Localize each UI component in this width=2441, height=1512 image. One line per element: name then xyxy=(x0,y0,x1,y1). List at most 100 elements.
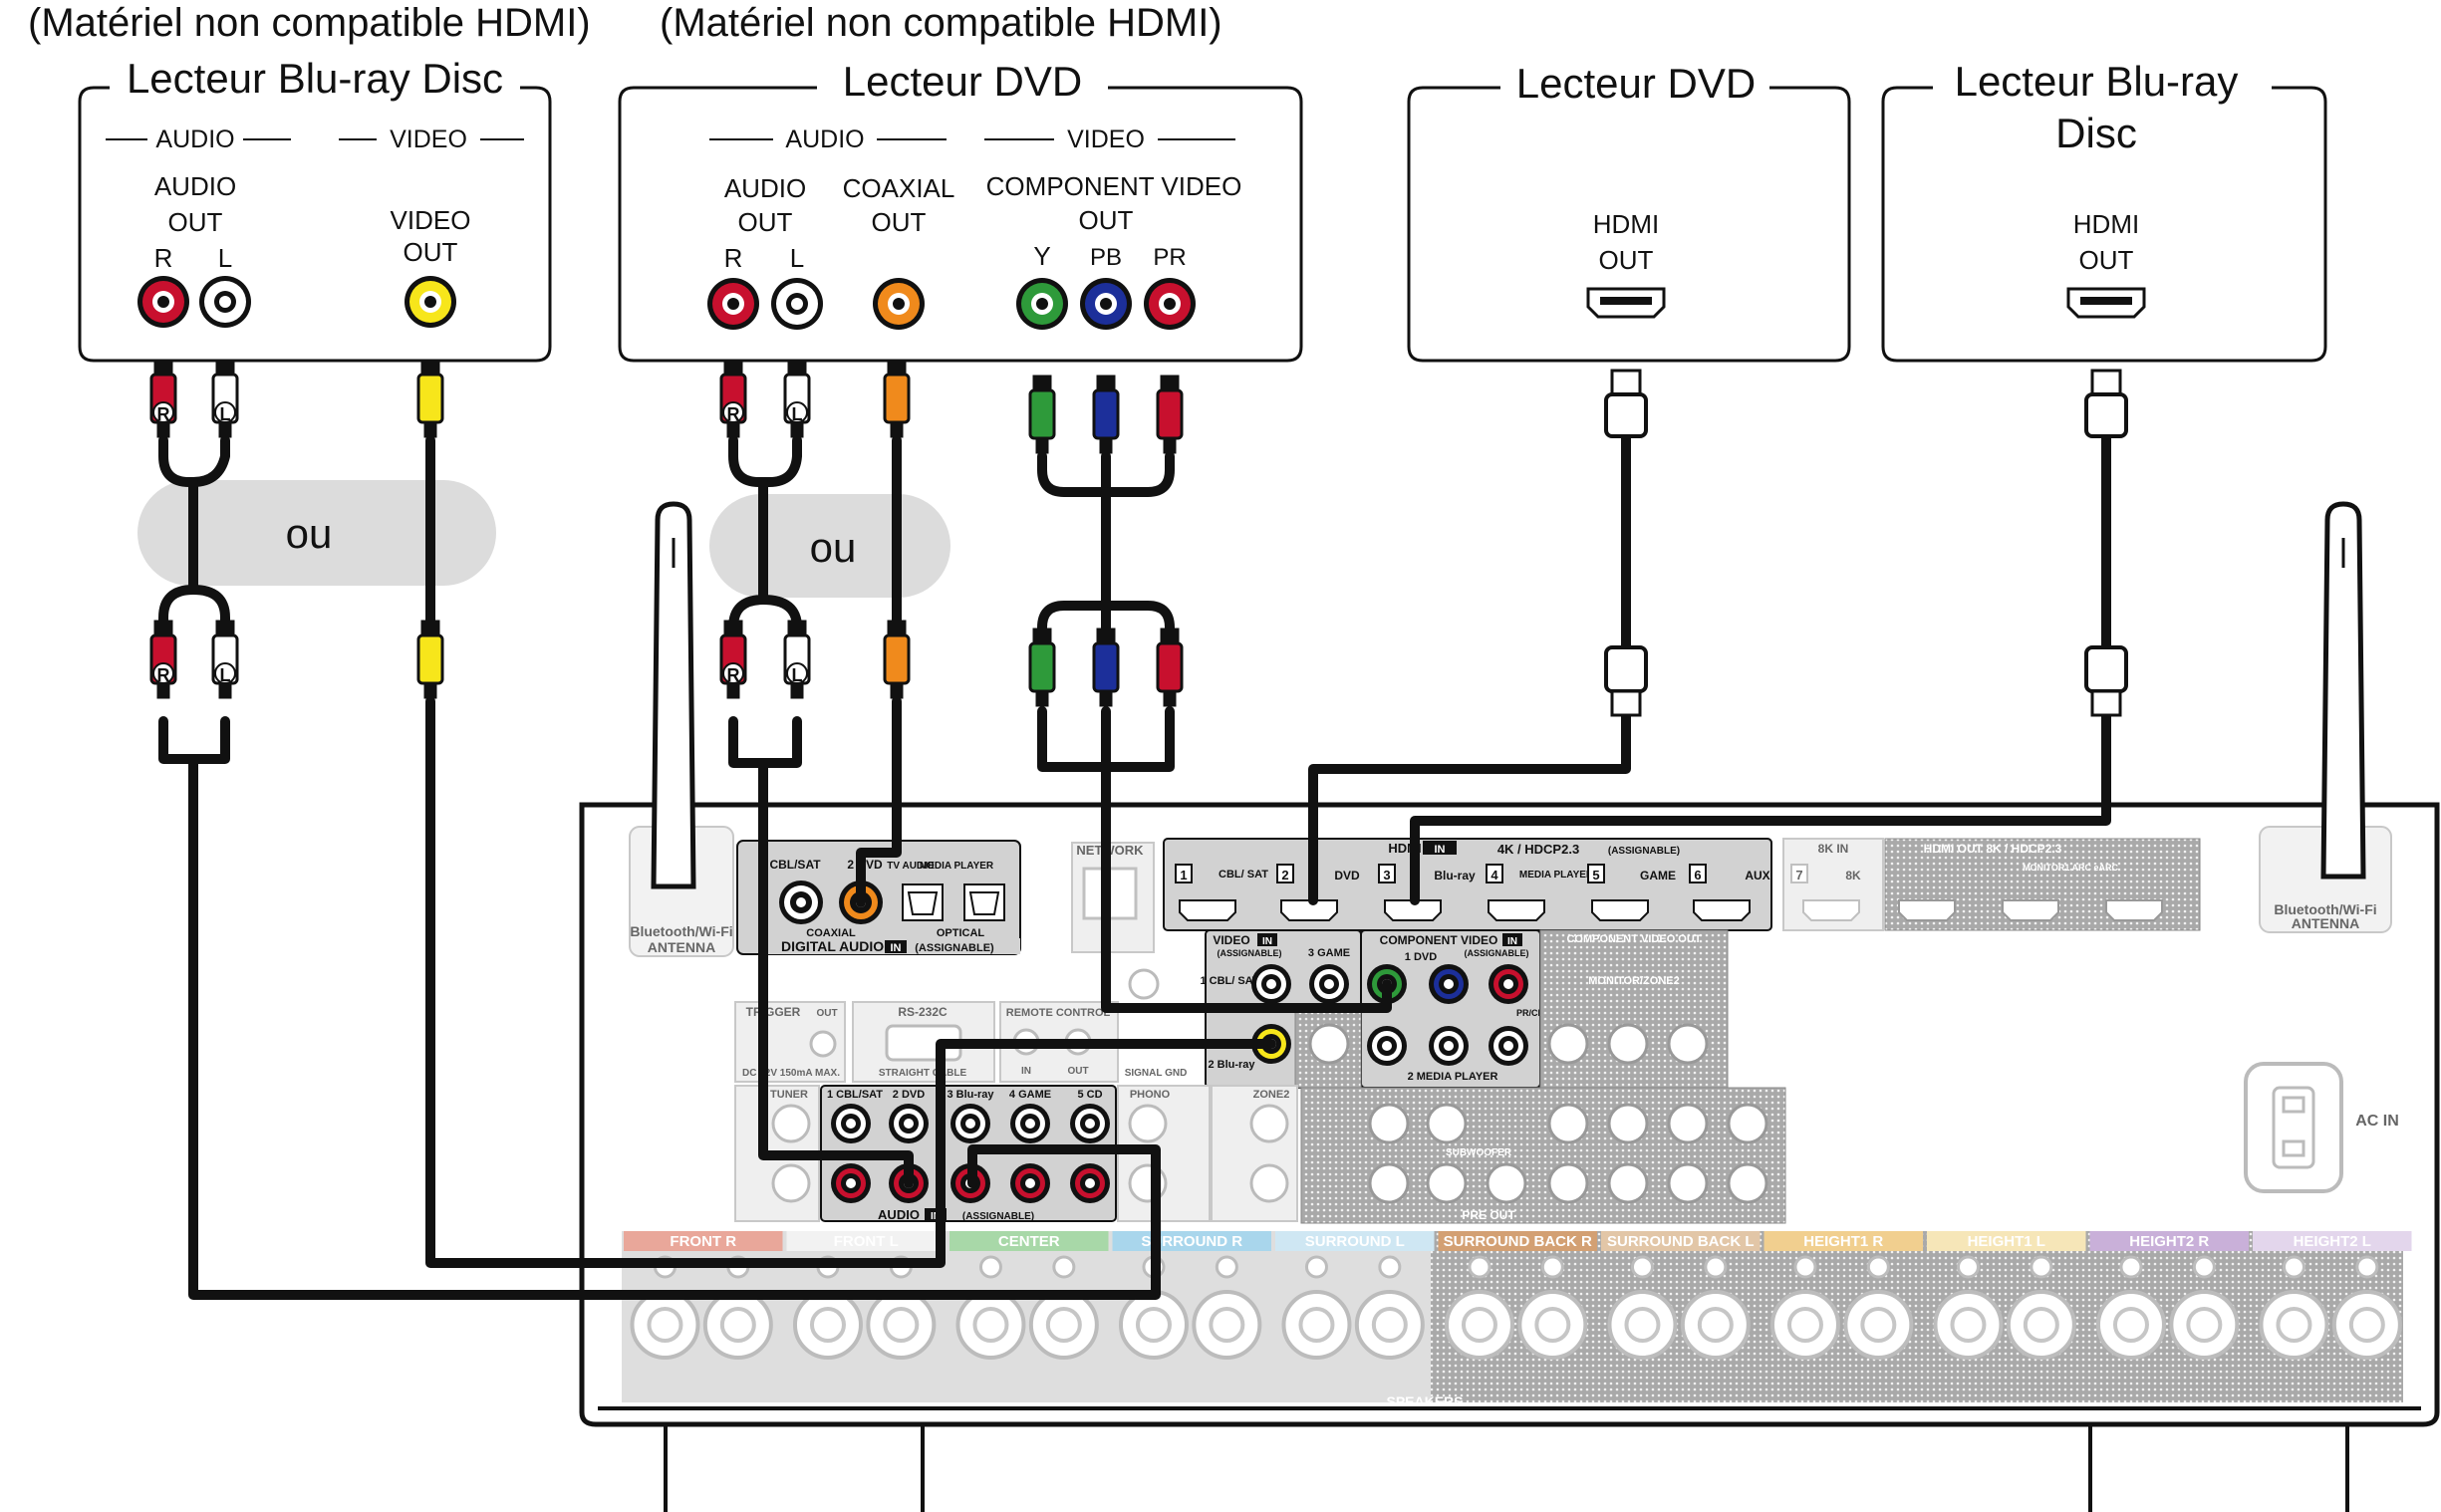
speaker-group-label: HEIGHT1 L xyxy=(1968,1233,2045,1250)
remote-label: REMOTE CONTROL xyxy=(1006,1007,1111,1019)
cbl-sat-label: 1 CBL/SAT xyxy=(827,1089,883,1101)
input-number: 1 xyxy=(1180,868,1187,882)
device-dvd-hdmi: Lecteur DVD HDMI OUT xyxy=(1407,60,1851,363)
hdmi-cable-dvd xyxy=(1308,433,1631,905)
zone2-label: ZONE2 xyxy=(1253,1089,1290,1101)
polarity-marker xyxy=(1630,1255,1654,1279)
polarity-marker xyxy=(1052,1255,1076,1279)
hdmi-out-label-2: OUT xyxy=(2079,245,2134,275)
device-bluray-hdmi: Lecteur Blu-ray Disc HDMI OUT xyxy=(1881,58,2327,363)
speakers-label: SPEAKERS xyxy=(1386,1393,1463,1409)
speaker-group-label: FRONT L xyxy=(834,1233,899,1250)
hdmi-out-label: HDMI xyxy=(1593,209,1659,239)
rca-jack xyxy=(1367,1026,1407,1066)
hdmi-spec: 4K / HDCP2.3 xyxy=(1497,842,1579,857)
input-name: MEDIA PLAYER xyxy=(1519,870,1594,881)
speaker-terminal xyxy=(1192,1290,1262,1360)
input-name: Blu-ray xyxy=(1434,869,1476,882)
speaker-color-band xyxy=(1763,1231,1923,1251)
l-marker: L xyxy=(792,665,803,685)
audio-out-label: AUDIO xyxy=(154,171,236,201)
rca-jack xyxy=(950,1104,990,1143)
antenna-left-icon: Bluetooth/Wi-Fi ANTENNA xyxy=(629,501,734,957)
monitor-zone2-label: MONITOR/ZONE2 xyxy=(1588,975,1679,987)
cd-label: 5 CD xyxy=(1077,1089,1102,1101)
optical-jack xyxy=(902,883,944,921)
device-title: Lecteur Blu-ray xyxy=(1955,58,2239,105)
component-out-label-2: OUT xyxy=(1079,205,1134,235)
audio-cable-dvd xyxy=(728,435,802,487)
speaker-terminal-core xyxy=(1045,1307,1082,1343)
polarity-marker xyxy=(2030,1255,2053,1279)
ac-inlet: AC IN xyxy=(2244,1062,2399,1193)
speaker-color-band xyxy=(786,1231,946,1251)
r-marker: R xyxy=(727,665,740,685)
hdmi-output-panel: HDMI OUT 8K / HDCP2.3 MONITOR1 ARC eARC xyxy=(1884,838,2201,931)
rca-jack xyxy=(1429,1026,1469,1066)
pre-out-panel: SUBWOOFER PRE OUT xyxy=(1300,1087,1786,1224)
polarity-marker xyxy=(978,1255,1002,1279)
hdmi-cable-bluray xyxy=(1410,433,2111,905)
speaker-terminal-core xyxy=(1624,1307,1661,1343)
rca-jack xyxy=(1251,964,1291,1004)
rca-jack-red xyxy=(1144,278,1196,330)
speaker-group-label: HEIGHT1 R xyxy=(1803,1233,1883,1250)
antenna-label-2: ANTENNA xyxy=(648,939,715,955)
speaker-group-label: FRONT R xyxy=(670,1233,736,1250)
audio-cable-bluray-run xyxy=(158,716,1161,1300)
speaker-terminal xyxy=(1444,1290,1514,1360)
speaker-terminal-core xyxy=(1534,1307,1571,1343)
rca-jack xyxy=(889,1104,929,1143)
rca-plug-blue xyxy=(1092,628,1120,707)
rca-jack-red xyxy=(1489,964,1528,1004)
speaker-terminal xyxy=(2331,1290,2402,1360)
rca-plug-orange xyxy=(883,359,911,438)
tv-audio-label: TV AUDIO xyxy=(887,861,935,872)
hdmi-out-label: HDMI xyxy=(2073,209,2139,239)
speaker-terminal-core xyxy=(1461,1307,1497,1343)
dvd-label: 2 DVD xyxy=(893,1089,925,1101)
l-label: L xyxy=(790,243,804,273)
cables xyxy=(158,433,2111,1300)
bluray-label: 3 Blu-ray xyxy=(947,1089,994,1101)
component-out-title: COMPONENT VIDEO OUT xyxy=(1566,933,1701,945)
in-tag: IN xyxy=(1435,844,1446,856)
speaker-terminal-core xyxy=(2023,1307,2059,1343)
speaker-group: SURROUND BACK R xyxy=(1438,1231,1597,1360)
speaker-terminal-core xyxy=(719,1307,756,1343)
assignable-label: (ASSIGNABLE) xyxy=(915,942,994,954)
polarity-marker xyxy=(2282,1255,2305,1279)
speaker-terminal-core xyxy=(1209,1307,1245,1343)
in-tag: IN xyxy=(891,942,902,954)
rca-plug-green xyxy=(1028,375,1056,454)
zone2-video-panel xyxy=(1294,1005,1362,1089)
hdmi-input-4: 4 MEDIA PLAYER xyxy=(1486,864,1594,921)
audio-out-label-2: OUT xyxy=(738,207,793,237)
trigger-spec: DC 12V 150mA MAX. xyxy=(742,1068,840,1079)
rca-plug-red xyxy=(149,359,177,438)
input-number: 6 xyxy=(1694,868,1701,882)
caption-left: (Matériel non compatible HDMI) xyxy=(28,1,591,45)
speaker-group-label: SURROUND L xyxy=(1305,1233,1405,1250)
rca-plug-white xyxy=(211,359,239,438)
assignable-label: (ASSIGNABLE) xyxy=(962,1211,1034,1222)
antenna-label: Bluetooth/Wi-Fi xyxy=(630,923,732,939)
rca-jack xyxy=(1309,964,1349,1004)
signal-gnd-label: SIGNAL GND xyxy=(1125,1068,1188,1079)
speaker-terminal xyxy=(1769,1290,1840,1360)
rca-jack-yellow xyxy=(405,276,456,328)
speaker-group: HEIGHT1 R xyxy=(1763,1231,1923,1360)
rca-plug-yellow xyxy=(416,359,444,438)
speaker-terminal xyxy=(2169,1290,2240,1360)
hdmi-plug xyxy=(2084,645,2128,717)
speaker-color-band xyxy=(2253,1231,2412,1251)
pre-out-label: PRE OUT xyxy=(1462,1208,1515,1222)
speaker-terminal xyxy=(955,1290,1026,1360)
l-marker: L xyxy=(792,404,803,424)
l-marker: L xyxy=(220,665,231,685)
pr-cr-label: PR/CR xyxy=(1516,1008,1545,1018)
cbl-sat-label: CBL/SAT xyxy=(769,858,821,872)
speaker-terminal xyxy=(1680,1290,1751,1360)
speaker-group: SURROUND BACK L xyxy=(1601,1231,1761,1360)
